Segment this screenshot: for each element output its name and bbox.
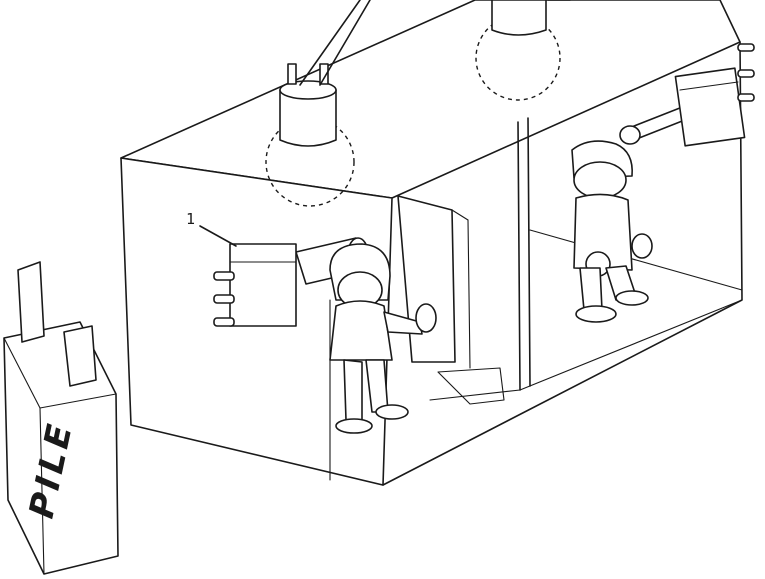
figure-left-body <box>330 301 392 360</box>
switch-left-pin-1 <box>214 272 234 280</box>
switch-right-body <box>675 68 744 146</box>
figure-right-shoe-2 <box>616 291 648 305</box>
box-top-face <box>121 0 740 198</box>
figure-right-hand <box>632 234 652 258</box>
switch-right-pin-1 <box>738 44 754 51</box>
switch-left-body <box>230 244 296 326</box>
callout-label: 1 <box>186 210 195 228</box>
switch-right-pin-2 <box>738 70 754 77</box>
bulb-left-pin-1 <box>288 64 296 84</box>
switch-left-pin-2 <box>214 295 234 303</box>
figure-left-shoe-2 <box>376 405 408 419</box>
battery-terminal-1 <box>18 262 44 342</box>
figure-right-face <box>574 162 626 198</box>
switch-left-pin-3 <box>214 318 234 326</box>
figure-left-shoe-1 <box>336 419 372 433</box>
figure-right-shoe-1 <box>576 306 616 322</box>
switch-right-pin-3 <box>738 94 754 101</box>
battery-terminal-2 <box>64 326 96 386</box>
bulb-right-socket <box>492 0 546 35</box>
figure-right <box>572 141 652 322</box>
battery: PILE <box>4 262 118 574</box>
figure-left-hand <box>416 304 436 332</box>
